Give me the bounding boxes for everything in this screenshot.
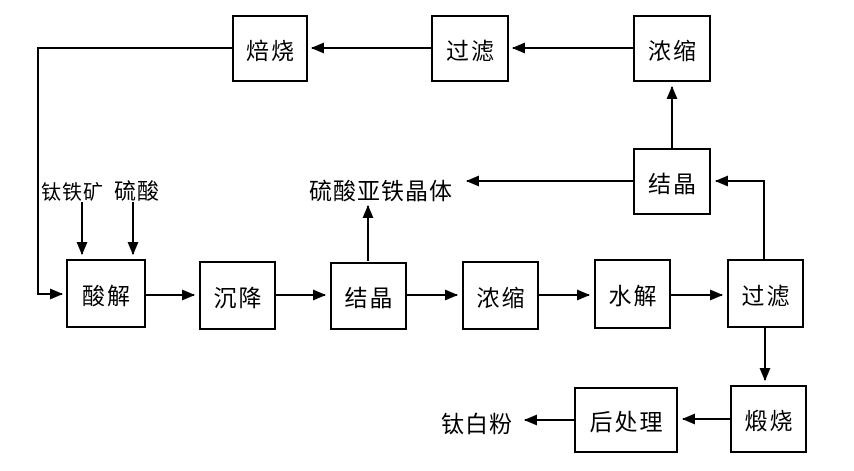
- node-hydrolysis: 水解: [594, 259, 671, 329]
- node-concentration-main: 浓缩: [462, 261, 539, 330]
- node-sedimentation: 沉降: [199, 261, 276, 330]
- node-calcination: 煅烧: [730, 385, 807, 453]
- ferrous-sulfate-crystals-label: 硫酸亚铁晶体: [309, 179, 453, 205]
- node-crystallization-right: 结晶: [633, 148, 711, 215]
- node-filtration-top: 过滤: [431, 15, 509, 82]
- titanium-white-powder-label: 钛白粉: [441, 412, 513, 438]
- node-filtration-main: 过滤: [727, 259, 804, 328]
- arrow-roasting-recycle-to-acid-dissolution: [37, 47, 232, 300]
- node-crystallization-main: 结晶: [330, 262, 407, 330]
- sulfuric-acid-label: 硫酸: [114, 180, 161, 205]
- node-concentration-top: 浓缩: [633, 15, 711, 82]
- ilmenite-label: 钛铁矿: [41, 180, 104, 204]
- node-acid-dissolution: 酸解: [66, 259, 146, 328]
- node-post-treatment: 后处理: [574, 387, 678, 453]
- arrow-filtration-to-crystallization-right: [715, 175, 765, 259]
- node-roasting: 焙烧: [232, 15, 308, 82]
